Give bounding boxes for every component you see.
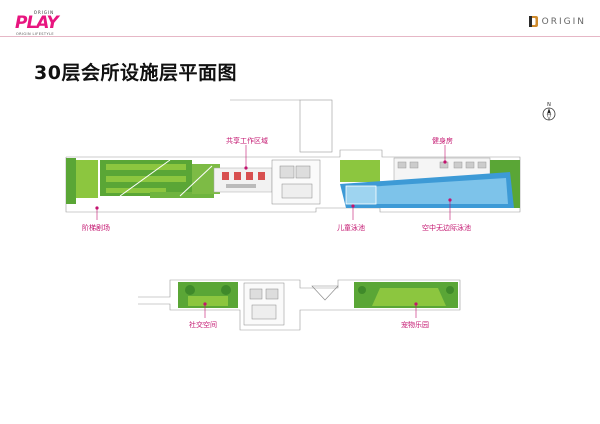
label-infinity-pool: 空中无边际泳池 — [422, 224, 471, 232]
label-coworking: 共享工作区域 — [226, 137, 268, 145]
walkway-lines — [119, 159, 213, 197]
label-gym: 健身房 — [432, 137, 453, 145]
label-pet-park: 宠物乐园 — [401, 321, 429, 329]
origin-mark-icon — [528, 16, 538, 27]
label-stair-theater: 阶梯剧场 — [82, 224, 110, 232]
gym-area — [340, 157, 491, 189]
social-space-area — [178, 282, 238, 308]
logo-top-text: ORIGIN — [33, 10, 55, 15]
north-compass-icon: N — [541, 101, 557, 125]
logo-brand-text: PLAY — [15, 13, 59, 33]
label-social-space: 社交空间 — [189, 321, 217, 329]
upper-floor-plan — [65, 99, 521, 213]
coworking-area — [213, 167, 273, 193]
core-area — [271, 159, 321, 205]
pool-area — [340, 160, 520, 208]
header-divider — [0, 36, 600, 37]
lower-triangle-feature — [311, 285, 339, 301]
page-title: 30层会所设施层平面图 — [34, 62, 237, 84]
label-leaders — [95, 145, 452, 318]
label-kids-pool: 儿童泳池 — [337, 224, 365, 232]
origin-logo-text: ORIGIN — [541, 16, 586, 27]
stair-theater-area — [66, 158, 220, 204]
compass-north-label: N — [547, 102, 551, 108]
origin-logo: ORIGIN — [528, 16, 586, 27]
lower-core-area — [243, 282, 285, 326]
logo-sub-text: ORIGIN LIFESTYLE — [16, 32, 54, 36]
pet-park-area — [354, 282, 458, 308]
origin-play-logo: ORIGIN PLAY ORIGIN LIFESTYLE — [14, 10, 74, 38]
